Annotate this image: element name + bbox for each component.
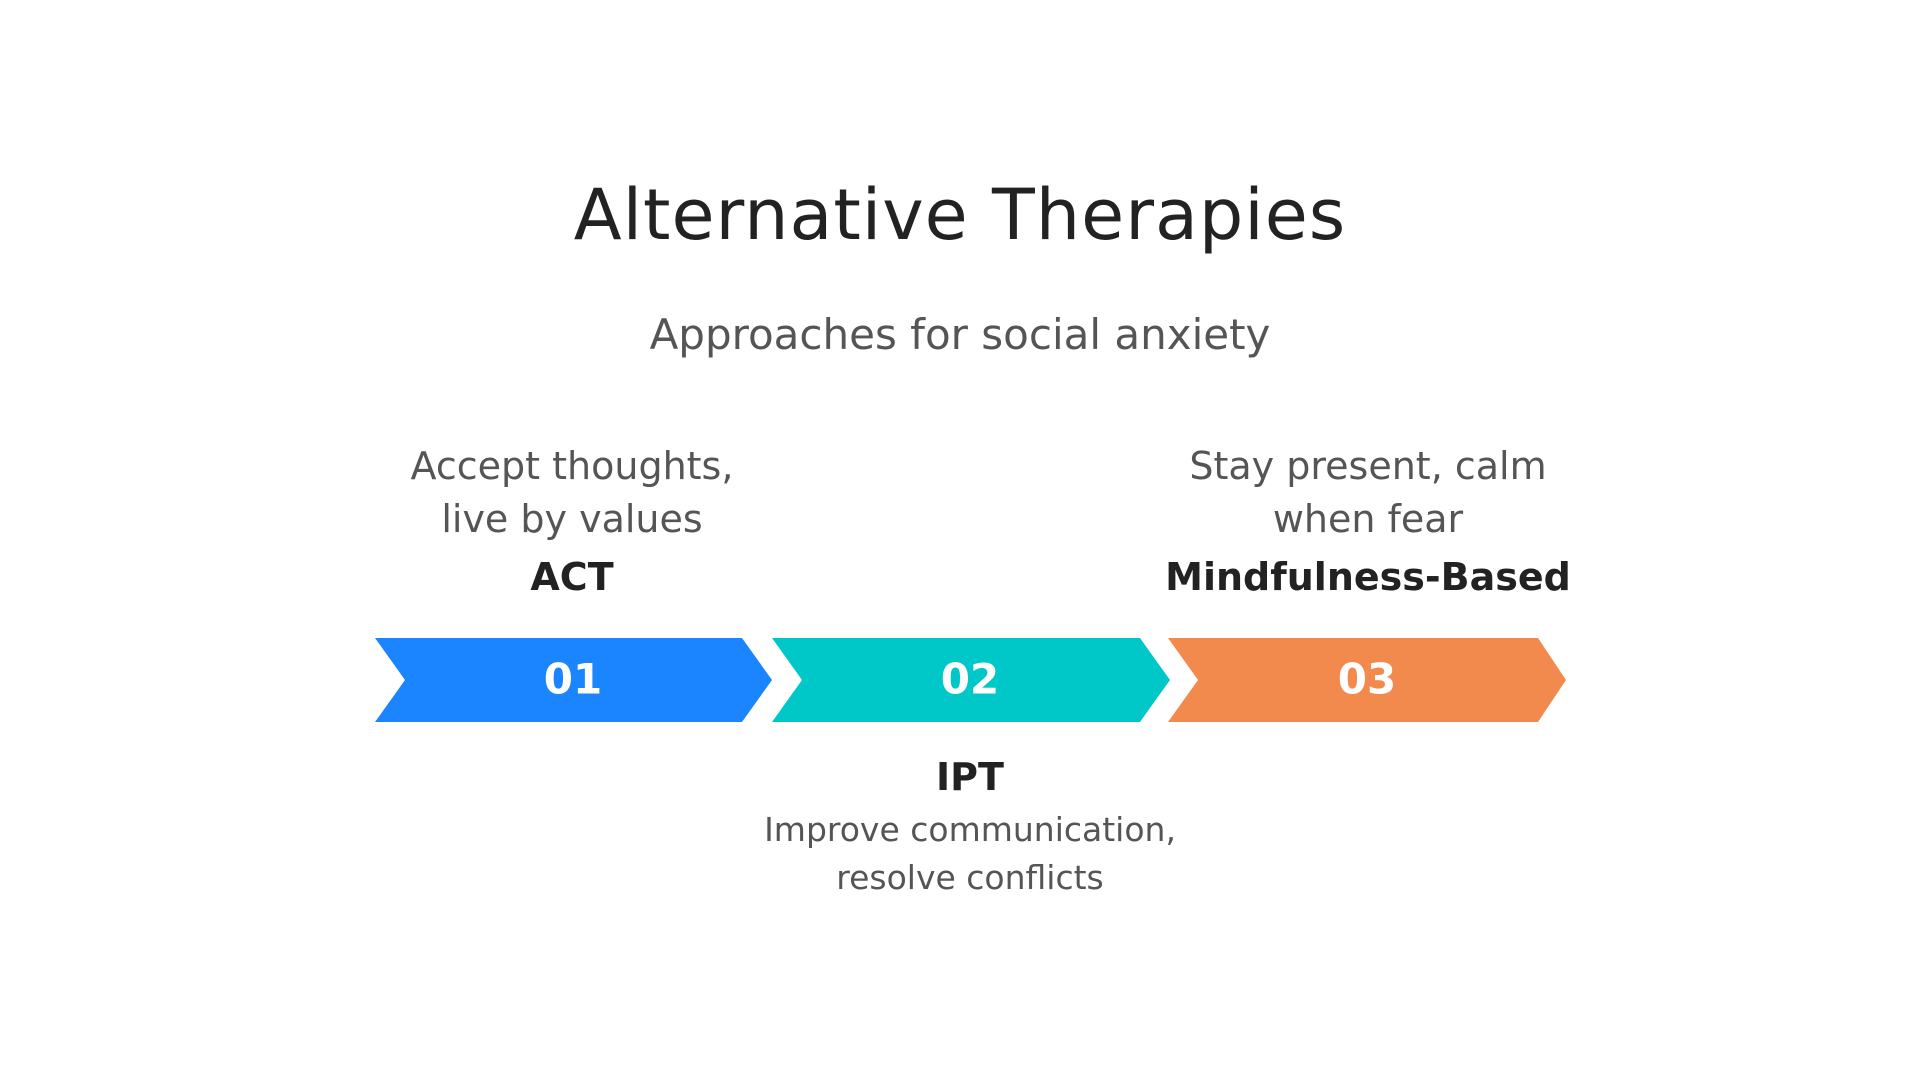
step-3-number: 03 bbox=[1338, 655, 1396, 704]
step-1-description-line-1: Accept thoughts, bbox=[410, 444, 734, 488]
step-3-description-line-1: Stay present, calm bbox=[1189, 444, 1547, 488]
step-3-label: Mindfulness-Based bbox=[1165, 555, 1571, 599]
step-2-description-line-1: Improve communication, bbox=[764, 810, 1176, 849]
step-2-label: IPT bbox=[936, 755, 1004, 799]
step-1-chevron bbox=[375, 638, 772, 722]
step-2-number: 02 bbox=[941, 655, 999, 704]
step-1-description-line-2: live by values bbox=[441, 497, 703, 541]
step-2-description-line-2: resolve conflicts bbox=[836, 858, 1104, 897]
step-1-number: 01 bbox=[544, 655, 602, 704]
step-3-chevron bbox=[1168, 638, 1566, 722]
step-1-label: ACT bbox=[530, 555, 614, 599]
page-subtitle: Approaches for social anxiety bbox=[649, 310, 1271, 359]
page-title: Alternative Therapies bbox=[573, 174, 1347, 256]
step-3-description-line-2: when fear bbox=[1272, 497, 1464, 541]
step-2-chevron bbox=[772, 638, 1170, 722]
